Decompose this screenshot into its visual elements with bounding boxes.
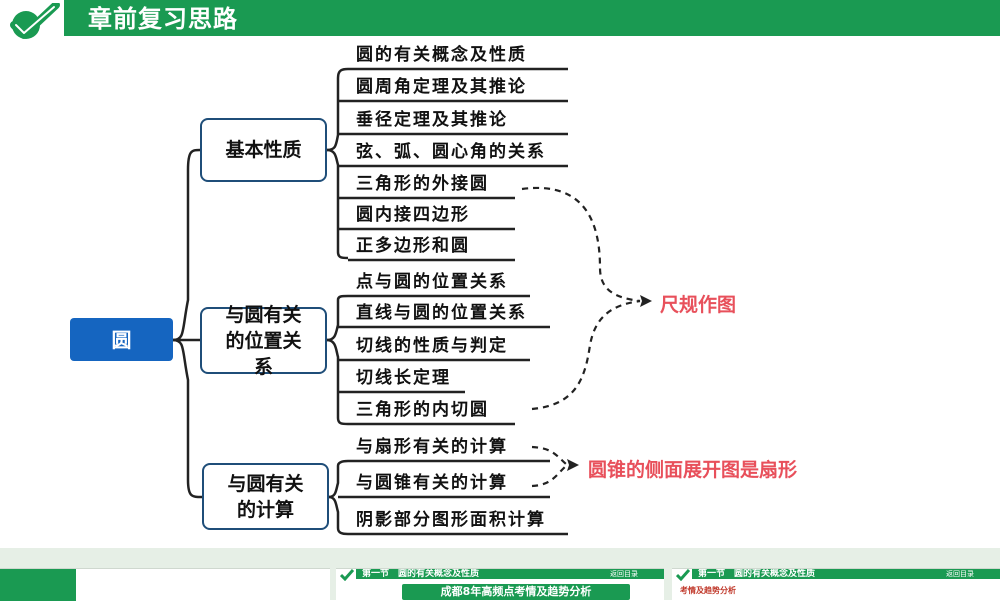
page-title: 章前复习思路 xyxy=(88,5,238,33)
leaf-item: 与圆锥有关的计算 xyxy=(356,473,508,493)
arrow-head xyxy=(567,459,579,471)
leaf-item: 圆周角定理及其推论 xyxy=(356,77,527,97)
branch-connector xyxy=(328,495,349,536)
category-label: 与圆有关的位置关系 xyxy=(225,303,302,378)
dashed-arrow xyxy=(521,186,641,303)
mind-map-connectors xyxy=(172,67,652,536)
leaf-item: 切线的性质与判定 xyxy=(356,336,508,356)
branch-connector xyxy=(328,459,349,499)
category-basic-properties: 基本性质 xyxy=(200,118,327,182)
thumbnail-title: 第一节 圆的有关概念及性质 xyxy=(698,569,816,579)
category-calculations: 与圆有关的计算 xyxy=(202,463,329,530)
leaf-item: 圆的有关概念及性质 xyxy=(356,45,527,65)
root-node-circle: 圆 xyxy=(70,318,173,361)
leaf-item: 弦、弧、圆心角的关系 xyxy=(356,142,546,162)
dashed-arrow xyxy=(531,299,641,411)
slide-thumbnail[interactable] xyxy=(0,568,330,601)
note-ruler-compass: 尺规作图 xyxy=(660,294,737,316)
dashed-arrow xyxy=(531,465,567,488)
thumbnail-title: 第一节 圆的有关概念及性质 xyxy=(362,569,480,579)
branch-connector xyxy=(326,148,349,260)
leaf-item: 点与圆的位置关系 xyxy=(356,272,508,292)
leaf-item: 三角形的内切圆 xyxy=(356,400,489,420)
category-label: 与圆有关的计算 xyxy=(227,472,304,521)
leaf-item: 切线长定理 xyxy=(356,368,451,388)
thumbnail-header: 第一节 圆的有关概念及性质 返回目录 xyxy=(336,569,664,581)
checkmark-icon xyxy=(340,569,354,581)
leaf-item: 圆内接四边形 xyxy=(356,205,470,225)
checkmark-icon xyxy=(10,3,60,39)
note-cone-net: 圆锥的侧面展开图是扇形 xyxy=(588,459,798,481)
thumbnail-subtitle: 成都8年高频点考情及趋势分析 xyxy=(402,584,630,600)
thumbnail-subtitle: 考情及趋势分析 xyxy=(680,586,736,595)
leaf-item: 三角形的外接圆 xyxy=(356,174,489,194)
slide-thumbnail[interactable]: 第一节 圆的有关概念及性质 返回目录 考情及趋势分析 xyxy=(672,568,1000,601)
slide-thumbnail[interactable]: 第一节 圆的有关概念及性质 返回目录 成都8年高频点考情及趋势分析 xyxy=(336,568,664,601)
back-to-contents-link: 返回目录 xyxy=(946,570,974,578)
back-to-contents-link: 返回目录 xyxy=(610,570,638,578)
arrow-head xyxy=(640,295,652,307)
leaf-item: 直线与圆的位置关系 xyxy=(356,303,527,323)
thumbnail-green-block xyxy=(0,569,76,601)
thumbnail-header-band xyxy=(356,569,664,579)
leaf-item: 正多边形和圆 xyxy=(356,236,470,256)
header-green-band xyxy=(64,0,1000,36)
branch-connector xyxy=(326,67,349,152)
branch-connector xyxy=(172,338,203,499)
leaf-item: 与扇形有关的计算 xyxy=(356,437,508,457)
leaf-item: 阴影部分图形面积计算 xyxy=(356,510,546,530)
category-position-relations: 与圆有关的位置关系 xyxy=(200,304,327,378)
branch-connector xyxy=(326,338,349,426)
dashed-arrow xyxy=(531,445,567,465)
branch-connector xyxy=(172,148,201,342)
checkmark-icon xyxy=(676,569,690,581)
thumbnail-header: 第一节 圆的有关概念及性质 返回目录 xyxy=(672,569,1000,581)
branch-connector xyxy=(326,294,349,342)
leaf-item: 垂径定理及其推论 xyxy=(356,110,508,130)
thumbnail-header-band xyxy=(692,569,1000,579)
